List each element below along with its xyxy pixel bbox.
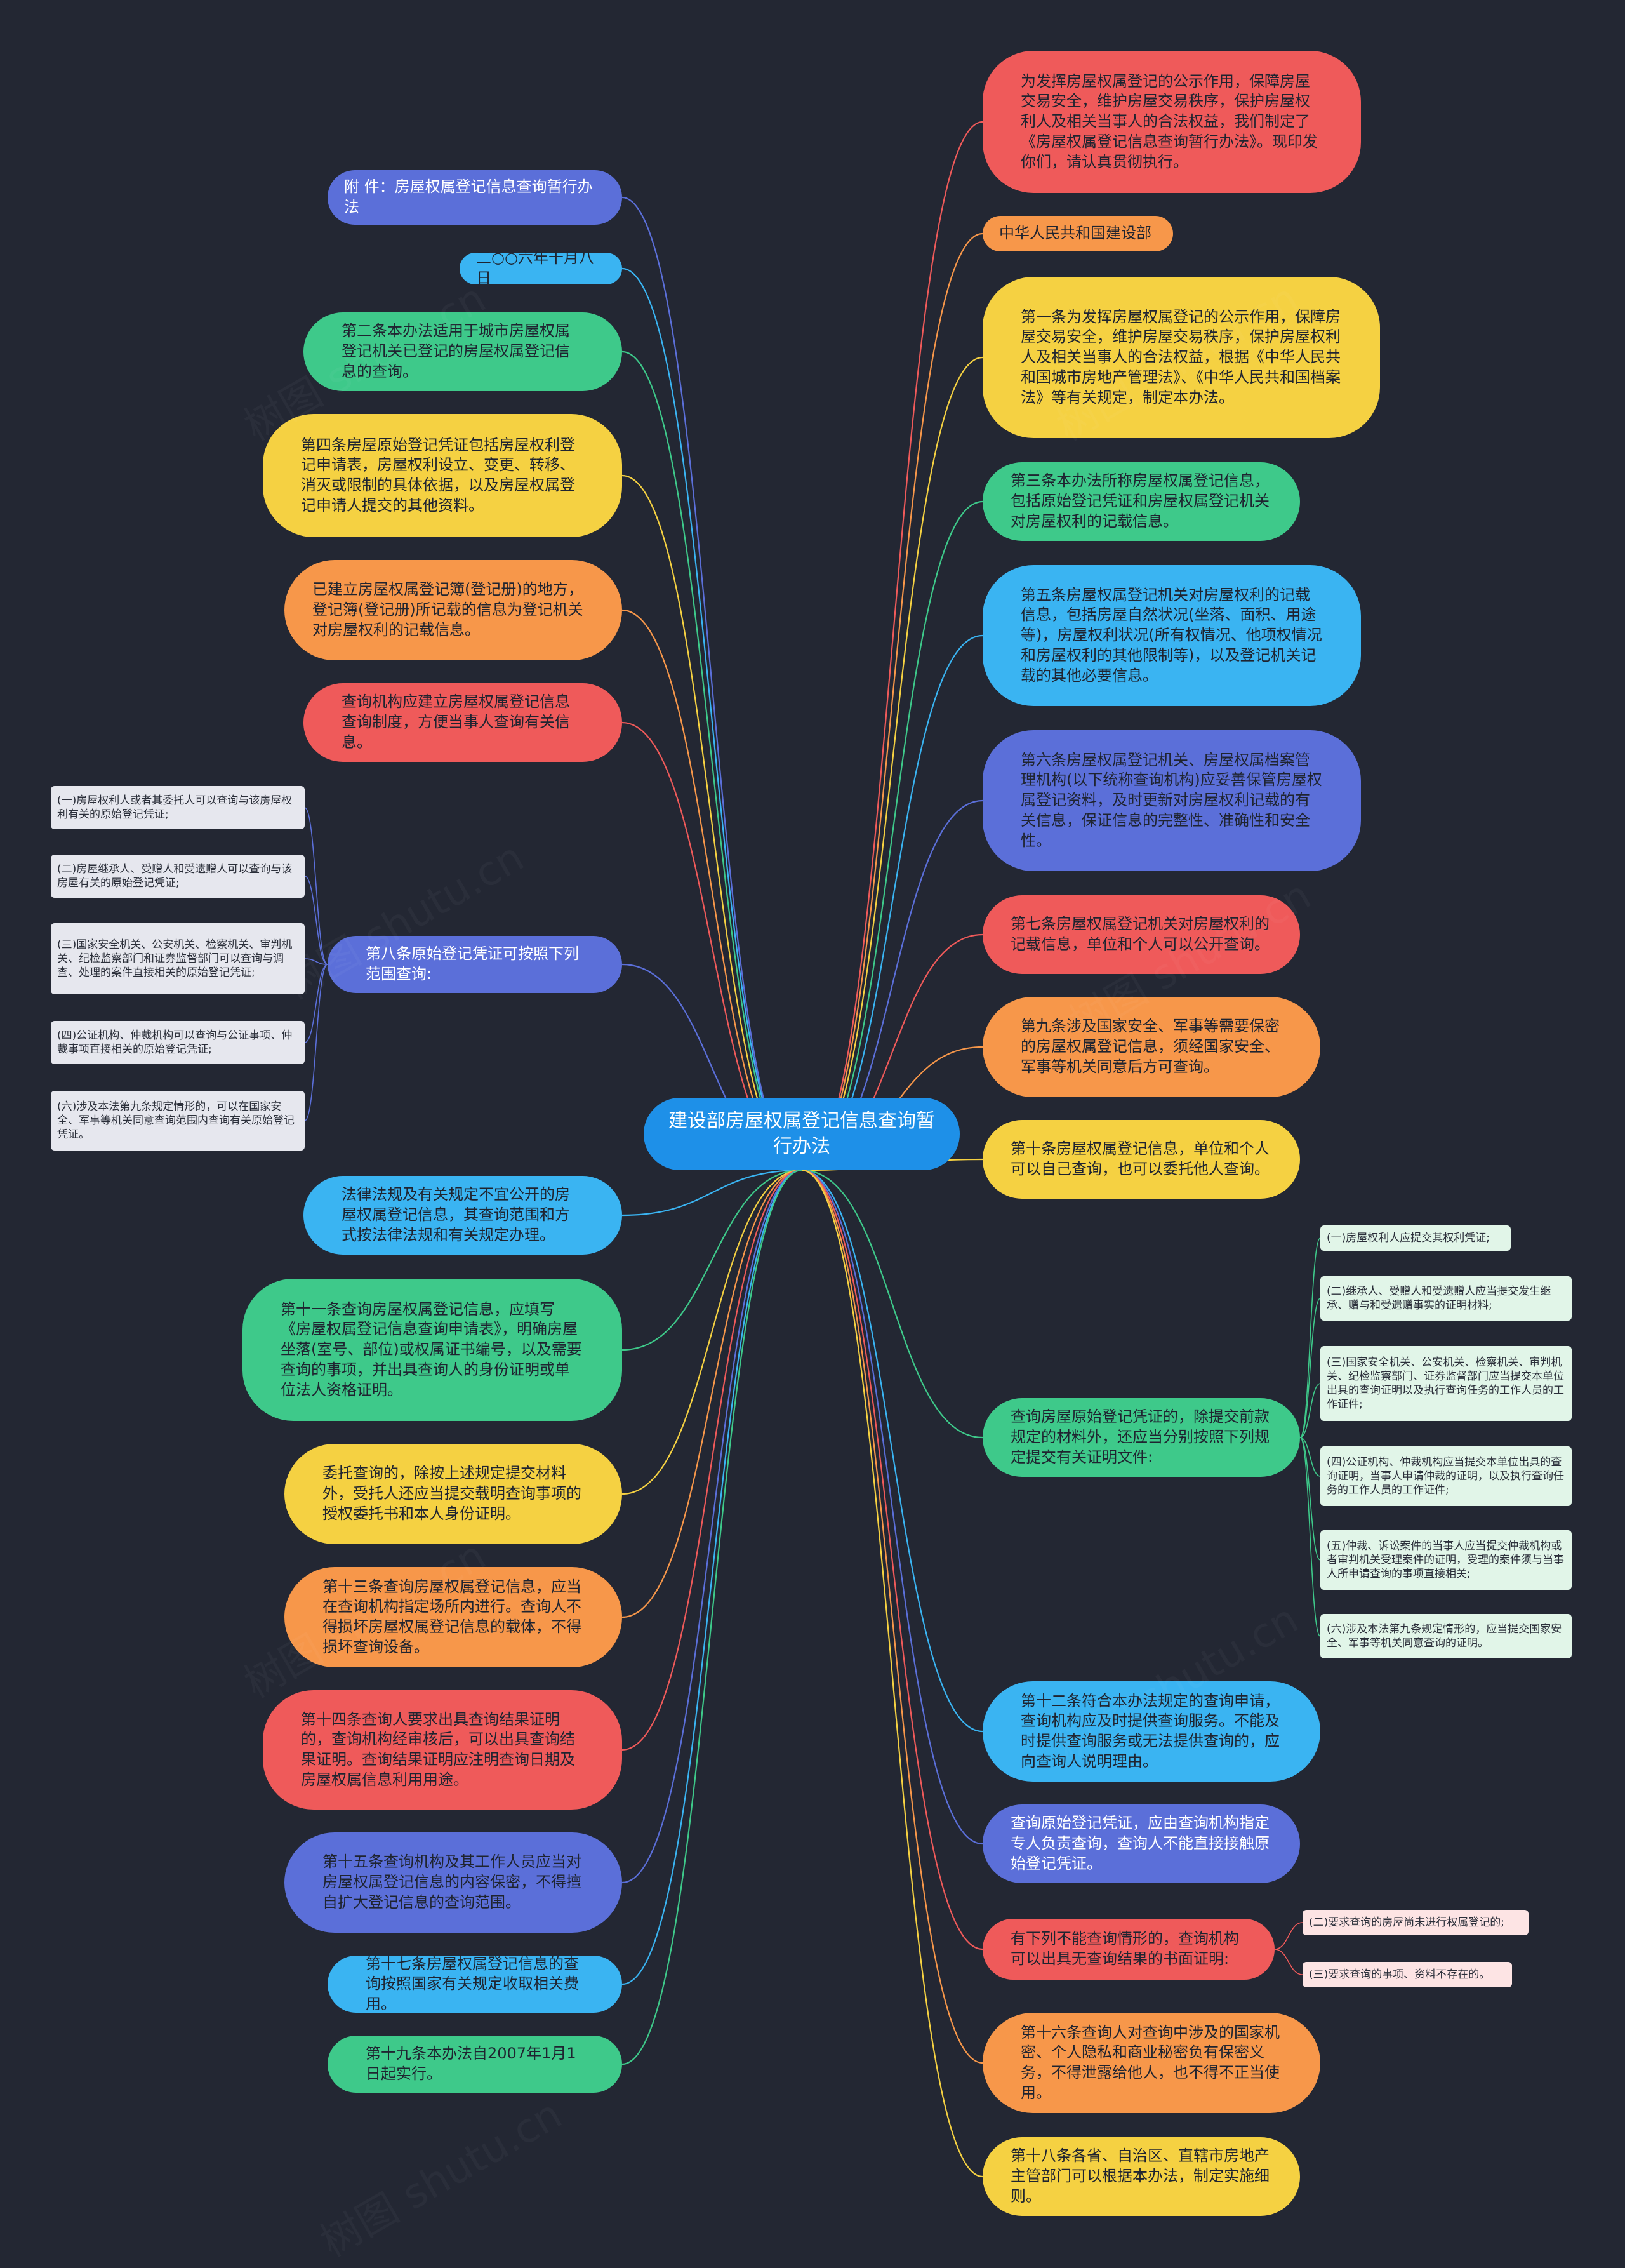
connector-r10 — [801, 1169, 983, 1439]
left-node-8[interactable]: 法律法规及有关规定不宜公开的房屋权属登记信息，其查询范围和方式按法律法规和有关规… — [303, 1176, 622, 1255]
connector-ls1 — [304, 807, 328, 965]
connector-rs3 — [1299, 1383, 1321, 1438]
connector-r5 — [801, 634, 983, 1171]
connector-r13 — [801, 1169, 983, 1951]
right-sub-3[interactable]: (三)国家安全机关、公安机关、检察机关、审判机关、纪检监察部门、证券监督部门应当… — [1320, 1346, 1572, 1421]
right-node-4[interactable]: 第三条本办法所称房屋权属登记信息，包括原始登记凭证和房屋权属登记机关对房屋权利的… — [983, 462, 1300, 541]
left-sub-2[interactable]: (二)房屋继承人、受赠人和受遗赠人可以查询与该房屋有关的原始登记凭证; — [51, 855, 305, 898]
right-node-11[interactable]: 第十二条符合本办法规定的查询申请，查询机构应及时提供查询服务。不能及时提供查询服… — [983, 1681, 1320, 1782]
left-node-15[interactable]: 第十九条本办法自2007年1月1日起实行。 — [328, 2036, 622, 2093]
right-sub-5[interactable]: (五)仲裁、诉讼案件的当事人应当提交仲裁机构或者审判机关受理案件的证明，受理的案… — [1320, 1530, 1572, 1590]
connector-l11 — [621, 1169, 802, 1618]
connector-rp1 — [1274, 1922, 1303, 1950]
left-node-12[interactable]: 第十四条查询人要求出具查询结果证明的，查询机构经审核后，可以出具查询结果证明。查… — [263, 1690, 622, 1810]
connector-l12 — [621, 1169, 802, 1751]
left-sub-1[interactable]: (一)房屋权利人或者其委托人可以查询与该房屋权利有关的原始登记凭证; — [51, 786, 305, 829]
left-node-5[interactable]: 已建立房屋权属登记簿(登记册)的地方，登记簿(登记册)所记载的信息为登记机关对房… — [284, 560, 622, 660]
connector-rp2 — [1274, 1949, 1303, 1975]
connector-rs5 — [1299, 1437, 1321, 1561]
connector-l9 — [621, 1169, 802, 1351]
left-node-7[interactable]: 第八条原始登记凭证可按照下列范围查询: — [328, 936, 622, 993]
right-node-1[interactable]: 为发挥房屋权属登记的公示作用，保障房屋交易安全，维护房屋交易秩序，保护房屋权利人… — [983, 51, 1361, 193]
left-node-6[interactable]: 查询机构应建立房屋权属登记信息查询制度，方便当事人查询有关信息。 — [303, 683, 622, 762]
right-node-3[interactable]: 第一条为发挥房屋权属登记的公示作用，保障房屋交易安全，维护房屋交易秩序，保护房屋… — [983, 277, 1380, 438]
right-sub-1[interactable]: (一)房屋权利人应提交其权利凭证; — [1320, 1225, 1511, 1251]
connector-r1 — [801, 121, 983, 1171]
connector-l1 — [621, 196, 802, 1171]
right-node-9[interactable]: 第十条房屋权属登记信息，单位和个人可以自己查询，也可以委托他人查询。 — [983, 1120, 1300, 1199]
left-node-1[interactable]: 附 件：房屋权属登记信息查询暂行办法 — [328, 170, 622, 225]
connector-ls4 — [304, 964, 328, 1043]
connector-r12 — [801, 1169, 983, 1845]
connector-r14 — [801, 1169, 983, 2064]
right-node-6[interactable]: 第六条房屋权属登记机关、房屋权属档案管理机构(以下统称查询机构)应妥善保管房屋权… — [983, 730, 1361, 871]
left-node-13[interactable]: 第十五条查询机构及其工作人员应当对房屋权属登记信息的内容保密，不得擅自扩大登记信… — [284, 1832, 622, 1933]
connector-rs6 — [1299, 1437, 1321, 1637]
left-node-11[interactable]: 第十三条查询房屋权属登记信息，应当在查询机构指定场所内进行。查询人不得损坏房屋权… — [284, 1567, 622, 1667]
left-node-10[interactable]: 委托查询的，除按上述规定提交材料外，受托人还应当提交载明查询事项的授权委托书和本… — [284, 1444, 622, 1544]
connector-rs1 — [1299, 1237, 1321, 1438]
connector-l5 — [621, 609, 802, 1171]
connector-l8 — [621, 1169, 802, 1217]
right-node-7[interactable]: 第七条房屋权属登记机关对房屋权利的记载信息，单位和个人可以公开查询。 — [983, 895, 1300, 974]
right-sub-pink-1[interactable]: (二)要求查询的房屋尚未进行权属登记的; — [1303, 1910, 1529, 1935]
connector-r15 — [801, 1169, 983, 2178]
connector-ls3 — [304, 958, 328, 965]
connector-l3 — [621, 350, 802, 1171]
left-sub-4[interactable]: (四)公证机构、仲裁机构可以查询与公证事项、仲裁事项直接相关的原始登记凭证; — [51, 1021, 305, 1064]
connector-r4 — [801, 500, 983, 1171]
connector-ls5 — [304, 964, 328, 1121]
right-node-5[interactable]: 第五条房屋权属登记机关对房屋权利的记载信息，包括房屋自然状况(坐落、面积、用途等… — [983, 565, 1361, 706]
right-sub-6[interactable]: (六)涉及本法第九条规定情形的，应当提交国家安全、军事等机关同意查询的证明。 — [1320, 1614, 1572, 1658]
left-node-4[interactable]: 第四条房屋原始登记凭证包括房屋权利登记申请表，房屋权利设立、变更、转移、消灭或限… — [263, 414, 622, 537]
connector-l10 — [621, 1169, 802, 1495]
right-node-8[interactable]: 第九条涉及国家安全、军事等需要保密的房屋权属登记信息，须经国家安全、军事等机关同… — [983, 997, 1320, 1097]
connector-r11 — [801, 1169, 983, 1733]
right-node-2[interactable]: 中华人民共和国建设部 — [983, 216, 1173, 251]
connector-l2 — [621, 267, 802, 1171]
left-node-9[interactable]: 第十一条查询房屋权属登记信息，应填写《房屋权属登记信息查询申请表》，明确房屋坐落… — [242, 1279, 622, 1421]
left-node-3[interactable]: 第二条本办法适用于城市房屋权属登记机关已登记的房屋权属登记信息的查询。 — [303, 312, 622, 391]
connector-ls2 — [304, 876, 328, 965]
right-sub-pink-2[interactable]: (三)要求查询的事项、资料不存在的。 — [1303, 1962, 1512, 1987]
right-sub-2[interactable]: (二)继承人、受赠人和受遗赠人应当提交发生继承、赠与和受遗赠事实的证明材料; — [1320, 1276, 1572, 1321]
connector-r2 — [801, 232, 983, 1171]
right-sub-4[interactable]: (四)公证机构、仲裁机构应当提交本单位出具的查询证明，当事人申请仲裁的证明，以及… — [1320, 1446, 1572, 1506]
left-sub-5[interactable]: (六)涉及本法第九条规定情形的，可以在国家安全、军事等机关同意查询范围内查询有关… — [51, 1091, 305, 1151]
right-node-10[interactable]: 查询房屋原始登记凭证的，除提交前款规定的材料外，还应当分别按照下列规定提交有关证… — [983, 1398, 1300, 1477]
right-node-12[interactable]: 查询原始登记凭证，应由查询机构指定专人负责查询，查询人不能直接接触原始登记凭证。 — [983, 1804, 1300, 1883]
root-node[interactable]: 建设部房屋权属登记信息查询暂行办法 — [644, 1098, 960, 1170]
connector-l15 — [621, 1169, 802, 2065]
right-node-13[interactable]: 有下列不能查询情形的，查询机构可以出具无查询结果的书面证明: — [983, 1919, 1275, 1980]
connector-rs2 — [1299, 1298, 1321, 1438]
right-node-15[interactable]: 第十八条各省、自治区、直辖市房地产主管部门可以根据本办法，制定实施细则。 — [983, 2137, 1300, 2216]
left-sub-3[interactable]: (三)国家安全机关、公安机关、检察机关、审判机关、纪检监察部门和证券监督部门可以… — [51, 923, 305, 994]
left-node-14[interactable]: 第十七条房屋权属登记信息的查询按照国家有关规定收取相关费用。 — [328, 1955, 622, 2013]
connector-l14 — [621, 1169, 802, 1985]
right-node-14[interactable]: 第十六条查询人对查询中涉及的国家机密、个人隐私和商业秘密负有保密义务，不得泄露给… — [983, 2013, 1320, 2113]
connector-l13 — [621, 1169, 802, 1884]
left-node-2[interactable]: 二○○六年十月八日 — [460, 249, 622, 287]
connector-r3 — [801, 356, 983, 1171]
connector-rs4 — [1299, 1437, 1321, 1477]
